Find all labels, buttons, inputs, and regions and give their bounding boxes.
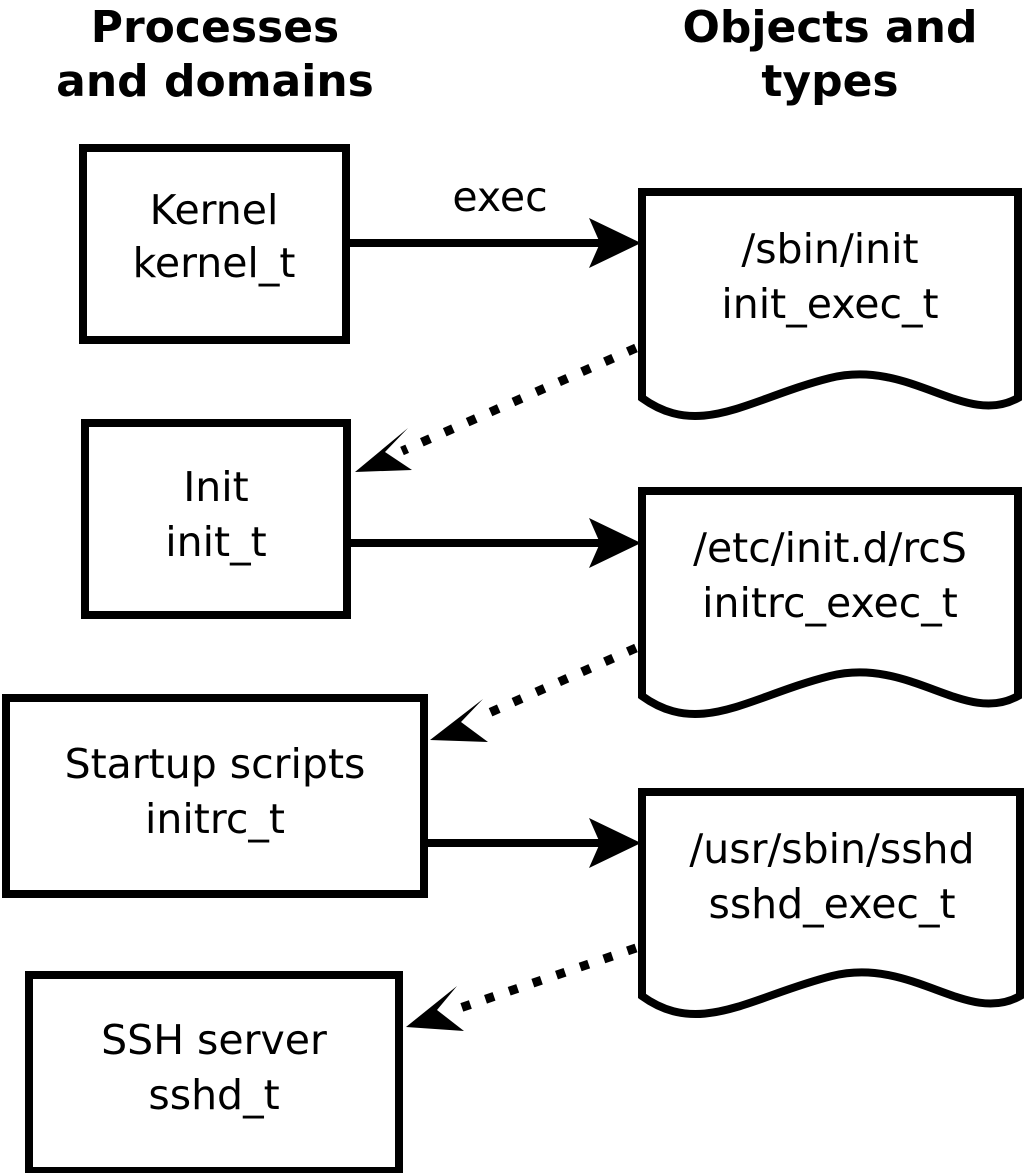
node-initrc-line1: Startup scripts: [65, 740, 366, 788]
node-sshd_exec[interactable]: /usr/sbin/sshd sshd_exec_t: [638, 788, 1024, 1018]
node-init-box[interactable]: [81, 419, 351, 619]
column-header-objects-line1: Objects and: [683, 2, 978, 53]
node-init[interactable]: Init init_t: [81, 419, 351, 619]
edge-sshd_exec-transition-sshd: [406, 943, 638, 1031]
arrowhead-init_exec-transition: [355, 428, 412, 472]
edge-initrc-exec-sshd_exec: [425, 818, 641, 868]
edge-label-exec: exec: [452, 173, 547, 221]
column-header-processes: Processes and domains: [56, 2, 374, 107]
node-kernel[interactable]: Kernel kernel_t: [79, 144, 350, 344]
node-sshd-box[interactable]: [25, 971, 403, 1173]
column-header-objects-line2: types: [761, 56, 898, 107]
node-initrc-box[interactable]: [2, 694, 428, 898]
edge-init-exec-initrc_exec: [348, 518, 641, 568]
arrowhead-init-exec: [589, 518, 641, 568]
arrowhead-kernel-exec: [589, 218, 641, 268]
node-kernel-line2: kernel_t: [133, 239, 296, 287]
node-sshd-line1: SSH server: [101, 1016, 327, 1064]
column-header-processes-line2: and domains: [56, 56, 374, 107]
node-initrc_exec-line2: initrc_exec_t: [702, 579, 958, 627]
node-initrc_exec[interactable]: /etc/init.d/rcS initrc_exec_t: [638, 487, 1022, 718]
arrowhead-initrc-exec: [589, 818, 641, 868]
node-kernel-line1: Kernel: [150, 186, 279, 234]
node-init_exec-line2: init_exec_t: [721, 280, 938, 328]
arrowhead-initrc_exec-transition: [430, 699, 488, 742]
edge-line-initrc_exec-transition: [480, 643, 638, 721]
edge-line-init_exec-transition: [400, 343, 638, 456]
node-initrc-line2: initrc_t: [145, 795, 285, 843]
column-header-objects: Objects and types: [683, 2, 978, 107]
node-initrc_exec-document[interactable]: [638, 487, 1022, 718]
node-sshd_exec-line2: sshd_exec_t: [708, 880, 955, 928]
column-header-processes-line1: Processes: [91, 2, 340, 53]
node-init-line2: init_t: [165, 518, 266, 566]
node-sshd[interactable]: SSH server sshd_t: [25, 971, 403, 1173]
node-initrc_exec-line1: /etc/init.d/rcS: [693, 524, 967, 572]
node-initrc[interactable]: Startup scripts initrc_t: [2, 694, 428, 898]
node-init_exec[interactable]: /sbin/init init_exec_t: [638, 188, 1022, 420]
edge-kernel-exec-init_exec: exec: [350, 173, 641, 268]
edge-init_exec-transition-init: [355, 343, 638, 472]
node-init_exec-line1: /sbin/init: [741, 225, 918, 273]
node-sshd_exec-document[interactable]: [638, 788, 1024, 1018]
node-sshd-line2: sshd_t: [148, 1071, 279, 1119]
arrowhead-sshd_exec-transition: [406, 986, 464, 1031]
edge-line-sshd_exec-transition: [458, 943, 638, 1013]
node-sshd_exec-line1: /usr/sbin/sshd: [689, 825, 974, 873]
node-kernel-box[interactable]: [79, 144, 350, 344]
node-init_exec-document[interactable]: [638, 188, 1022, 420]
edge-initrc_exec-transition-initrc: [430, 643, 638, 742]
node-init-line1: Init: [183, 463, 249, 511]
